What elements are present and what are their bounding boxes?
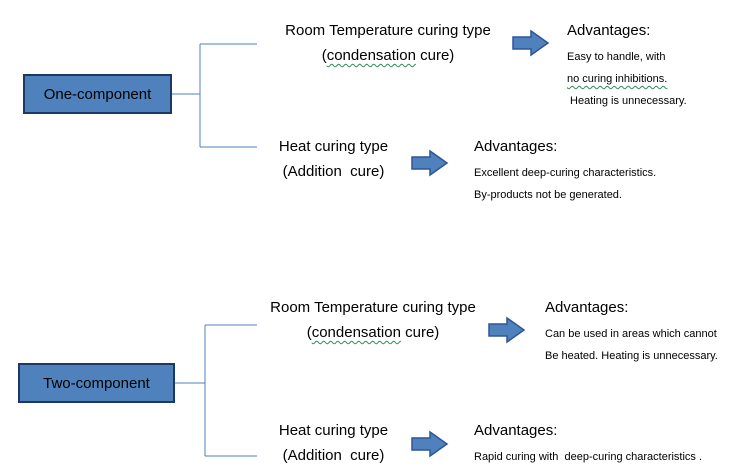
advantages-line: Heating is unnecessary.	[567, 95, 687, 107]
branch-title-heat-1: Heat curing type (Addition cure)	[262, 134, 405, 184]
arrow-right-icon	[488, 316, 526, 344]
branch-title-room-temp-1: Room Temperature curing type (condensati…	[262, 18, 514, 68]
branch-title-line2: (Addition cure)	[282, 447, 385, 464]
advantages-heading: Advantages:	[567, 22, 651, 39]
branch-title-line2: (condensation cure)	[321, 47, 455, 64]
arrow-right-icon	[411, 149, 449, 177]
branch-title-line2: (condensation cure)	[306, 324, 440, 341]
branch-title-line2: (Addition cure)	[282, 163, 385, 180]
advantages-line: Easy to handle, with	[567, 51, 666, 63]
advantages-line: Excellent deep-curing characteristics.	[474, 167, 657, 179]
one-component-box: One-component	[23, 74, 172, 114]
box-label: One-component	[43, 85, 152, 103]
advantages-text: Can be used in areas which cannot Be hea…	[545, 323, 718, 367]
advantages-line: By-products not be generated.	[474, 189, 622, 201]
branch-title-line1: Room Temperature curing type	[270, 299, 476, 316]
arrow-right-icon	[411, 430, 449, 458]
advantages-line: Be heated. Heating is unnecessary.	[545, 350, 718, 362]
branch-title-heat-2: Heat curing type (Addition cure)	[262, 418, 405, 468]
branch-title-line1: Heat curing type	[278, 138, 389, 155]
advantages-text: Rapid curing with deep-curing characteri…	[474, 446, 702, 468]
arrow-right-icon	[512, 29, 550, 57]
branch-title-line1: Room Temperature curing type	[285, 22, 491, 39]
bracket-two-component	[175, 324, 257, 457]
advantages-line: Rapid curing with deep-curing characteri…	[474, 451, 703, 463]
advantages-heading: Advantages:	[474, 138, 558, 155]
bracket-one-component	[172, 43, 257, 148]
branch-title-line1: Heat curing type	[278, 422, 389, 439]
advantages-heading: Advantages:	[545, 299, 629, 316]
box-label: Two-component	[43, 374, 150, 392]
advantages-line: no curing inhibitions.	[567, 73, 668, 85]
two-component-box: Two-component	[18, 363, 175, 403]
spellcheck-word: condensation	[326, 47, 416, 64]
advantages-line: Can be used in areas which cannot	[545, 328, 717, 340]
advantages-text: Excellent deep-curing characteristics. B…	[474, 162, 656, 206]
branch-title-room-temp-2: Room Temperature curing type (condensati…	[247, 295, 499, 345]
spellcheck-word: condensation	[311, 324, 401, 341]
advantages-text: Easy to handle, with no curing inhibitio…	[567, 46, 687, 112]
advantages-heading: Advantages:	[474, 422, 558, 439]
